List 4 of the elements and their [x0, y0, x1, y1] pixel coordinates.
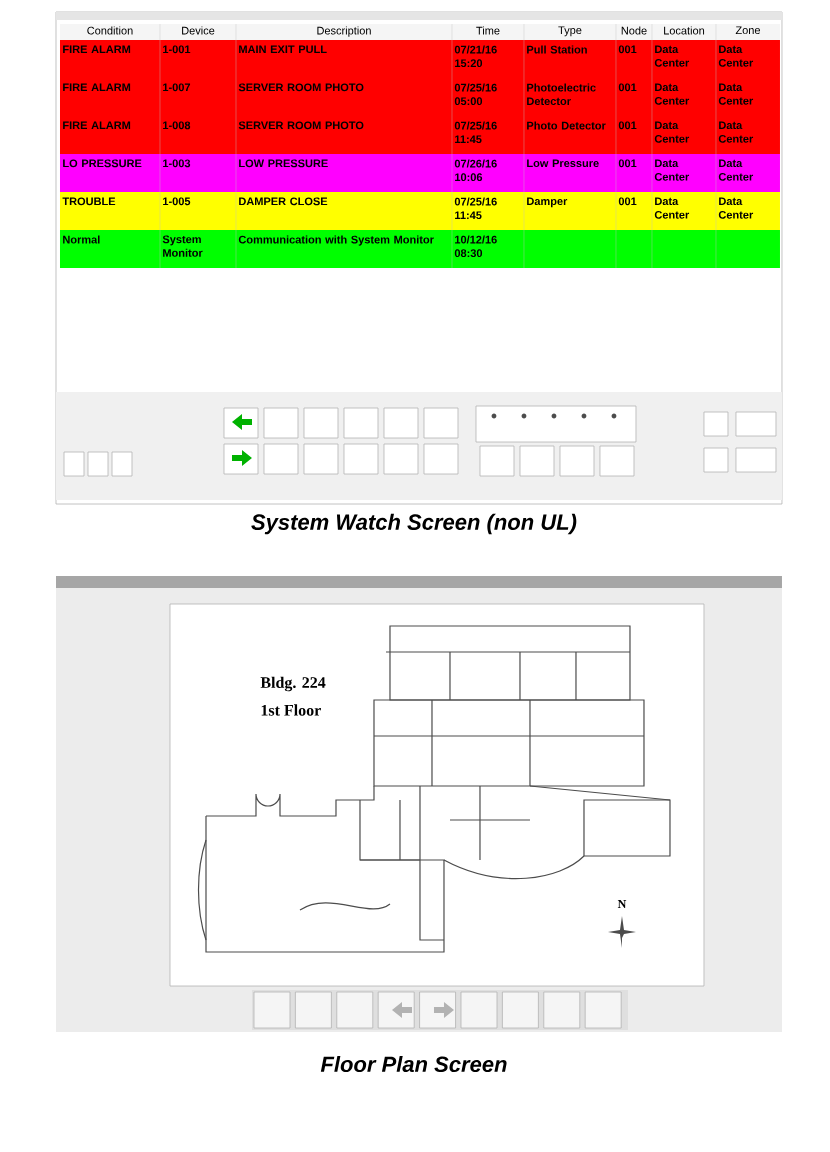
floor-label: 1st Floor — [261, 704, 321, 716]
caption: Floor Plan Screen — [320, 1055, 507, 1073]
floor-label: Bldg. 224 — [260, 676, 326, 692]
caption: System Watch Screen (non UL) — [251, 513, 577, 535]
